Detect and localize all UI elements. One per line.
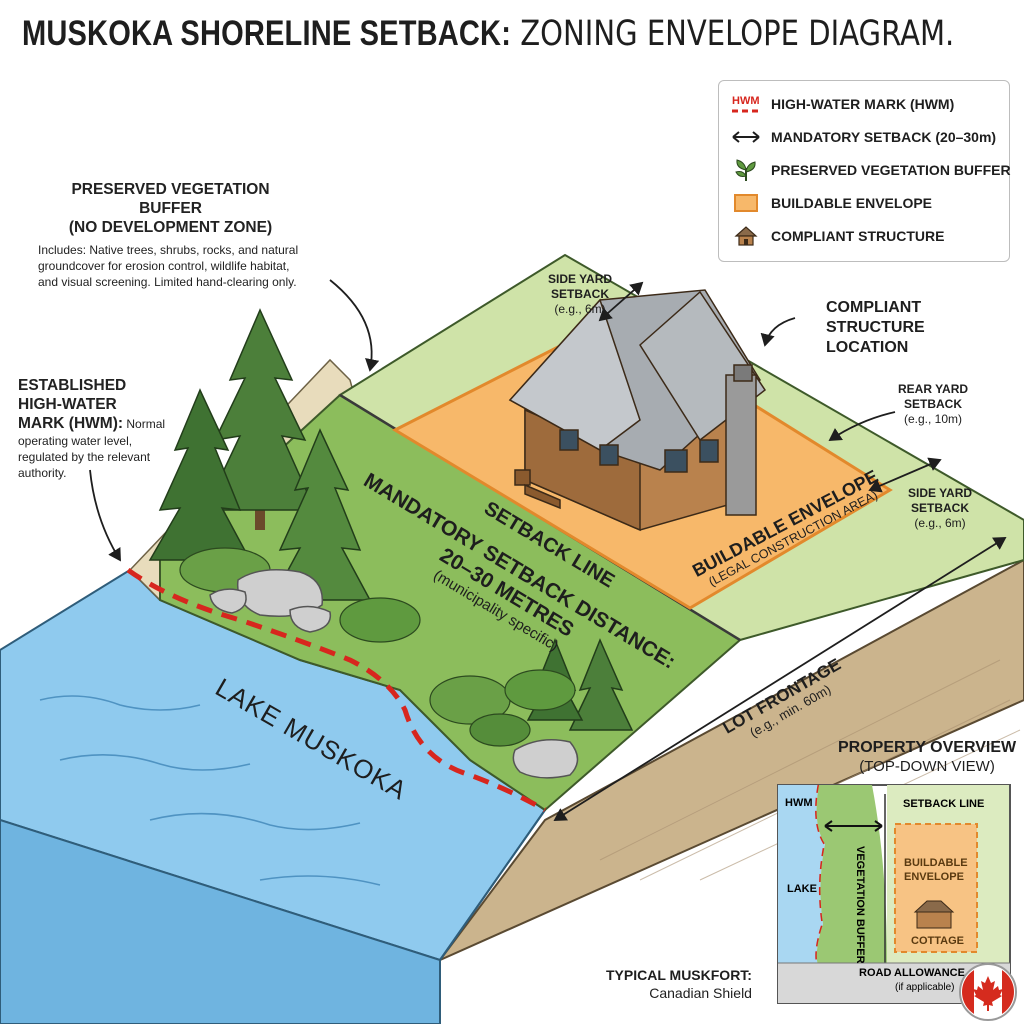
double-arrow-icon bbox=[731, 126, 761, 148]
buffer-heading-1: PRESERVED VEGETATION BUFFER bbox=[71, 181, 270, 217]
buffer-body-3: and visual screening. Limited hand-clear… bbox=[38, 275, 297, 289]
legend-label: COMPLIANT STRUCTURE bbox=[771, 228, 945, 244]
legend-item-hwm: HWM HIGH-WATER MARK (HWM) bbox=[731, 91, 954, 117]
side-yard-right-title-1: SIDE YARD bbox=[908, 486, 973, 500]
shrubs bbox=[179, 547, 576, 747]
overview-buffer: VEGETATION BUFFER bbox=[854, 846, 866, 964]
legend-item-vegetation: PRESERVED VEGETATION BUFFER bbox=[731, 157, 1011, 183]
buffer-heading-2: (NO DEVELOPMENT ZONE) bbox=[68, 219, 273, 236]
overview-subtitle: (TOP-DOWN VIEW) bbox=[859, 758, 995, 775]
overview-title-text: PROPERTY OVERVIEW bbox=[838, 739, 1017, 756]
overview-road: ROAD ALLOWANCE bbox=[859, 967, 965, 979]
orange-square-icon bbox=[731, 192, 761, 214]
title-light: ZONING ENVELOPE DIAGRAM. bbox=[520, 14, 955, 54]
buffer-note: PRESERVED VEGETATION BUFFER (NO DEVELOPM… bbox=[38, 180, 338, 290]
legend-label: BUILDABLE ENVELOPE bbox=[771, 195, 933, 211]
plant-icon bbox=[731, 159, 761, 181]
hwm-body-1: Normal bbox=[126, 417, 166, 431]
overview-buildable-1: BUILDABLE bbox=[904, 857, 968, 869]
side-yard-right-title-2: SETBACK bbox=[911, 501, 970, 515]
overview-cottage: COTTAGE bbox=[911, 935, 964, 947]
side-yard-top-title-1: SIDE YARD bbox=[548, 272, 613, 286]
rear-yard-label: REAR YARD SETBACK (e.g., 10m) bbox=[898, 382, 968, 427]
legend-hwm-badge: HWM bbox=[732, 95, 760, 107]
cottage bbox=[508, 289, 767, 532]
compliant-line-1: COMPLIANT bbox=[826, 299, 922, 316]
side-yard-right-value: (e.g., 6m) bbox=[914, 516, 966, 530]
overview-map: HWM SETBACK LINE LAKE VEGETATION BUFFER … bbox=[777, 784, 1011, 1004]
hwm-heading-3: MARK (HWM): bbox=[18, 415, 124, 432]
overview-road-sub: (if applicable) bbox=[895, 982, 954, 993]
legend-label: HIGH-WATER MARK (HWM) bbox=[771, 96, 955, 112]
overview-hwm: HWM bbox=[785, 797, 813, 809]
canada-flag-icon bbox=[959, 963, 1017, 1021]
hwm-heading-2: HIGH-WATER bbox=[18, 396, 117, 413]
rear-yard-value: (e.g., 10m) bbox=[904, 412, 963, 426]
hwm-dashed-line-icon: HWM bbox=[731, 93, 761, 115]
hwm-note: ESTABLISHED HIGH-WATER MARK (HWM): Norma… bbox=[18, 376, 188, 481]
side-yard-top-title-2: SETBACK bbox=[551, 287, 610, 301]
hwm-body-2: operating water level, bbox=[18, 434, 133, 448]
typical-label: TYPICAL MUSKFORT: Canadian Shield bbox=[606, 966, 752, 1002]
compliant-line-2: STRUCTURE bbox=[826, 319, 925, 336]
page-title: MUSKOKA SHORELINE SETBACK: ZONING ENVELO… bbox=[22, 14, 954, 54]
hwm-body-4: authority. bbox=[18, 466, 67, 480]
rear-yard-title-1: REAR YARD bbox=[898, 382, 969, 396]
typical-sub: Canadian Shield bbox=[649, 985, 752, 1001]
house-icon bbox=[731, 225, 761, 247]
side-yard-top-value: (e.g., 6m) bbox=[554, 302, 606, 316]
annotation-arrows bbox=[89, 279, 1007, 821]
buffer-body-1: Includes: Native trees, shrubs, rocks, a… bbox=[38, 243, 299, 257]
title-bold: MUSKOKA SHORELINE SETBACK: bbox=[22, 14, 512, 53]
overview-title: PROPERTY OVERVIEW (TOP-DOWN VIEW) bbox=[838, 738, 1016, 776]
legend-item-buildable: BUILDABLE ENVELOPE bbox=[731, 190, 932, 216]
overview-lake: LAKE bbox=[787, 883, 817, 895]
typical-title: TYPICAL MUSKFORT: bbox=[606, 967, 752, 983]
overview-setback: SETBACK LINE bbox=[903, 798, 984, 810]
hwm-body-3: regulated by the relevant bbox=[18, 450, 151, 464]
buffer-body-2: groundcover for erosion control, wildlif… bbox=[38, 259, 290, 273]
lake-front-face bbox=[0, 818, 441, 1024]
legend-label: PRESERVED VEGETATION BUFFER bbox=[771, 162, 1011, 178]
hwm-heading-1: ESTABLISHED bbox=[18, 377, 127, 394]
compliant-line-3: LOCATION bbox=[826, 339, 909, 356]
compliant-location-label: COMPLIANT STRUCTURE LOCATION bbox=[826, 298, 925, 358]
overview-buildable-2: ENVELOPE bbox=[904, 871, 964, 883]
hwm-line bbox=[126, 567, 547, 813]
side-yard-top-label: SIDE YARD SETBACK (e.g., 6m) bbox=[548, 272, 612, 317]
legend-label: MANDATORY SETBACK (20–30m) bbox=[771, 129, 997, 145]
legend-item-structure: COMPLIANT STRUCTURE bbox=[731, 223, 944, 249]
side-yard-right-label: SIDE YARD SETBACK (e.g., 6m) bbox=[908, 486, 972, 531]
legend-item-setback: MANDATORY SETBACK (20–30m) bbox=[731, 124, 996, 150]
legend: HWM HIGH-WATER MARK (HWM) MANDATORY SETB… bbox=[718, 80, 1011, 262]
rear-yard-title-2: SETBACK bbox=[904, 397, 963, 411]
